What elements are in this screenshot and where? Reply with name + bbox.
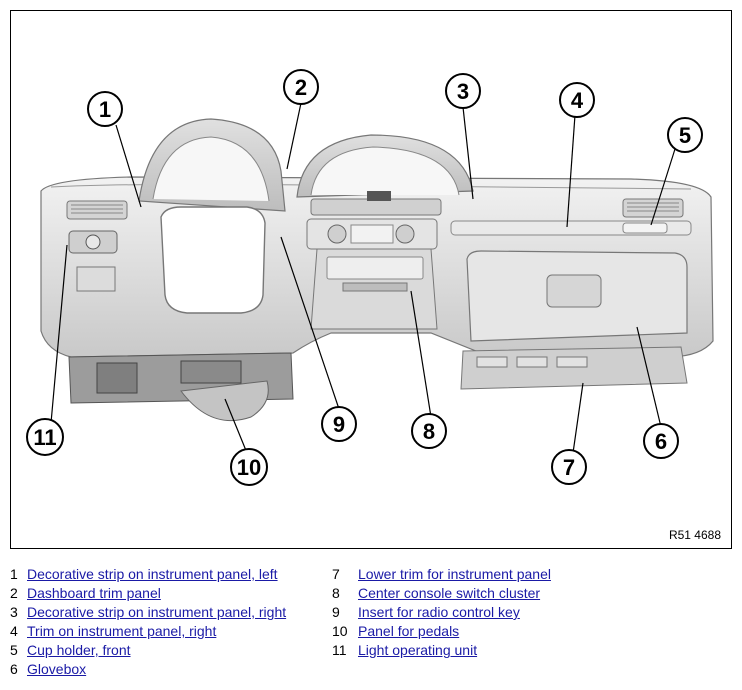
svg-text:6: 6 <box>655 429 667 454</box>
legend-number: 7 <box>332 566 340 582</box>
legend-link-dashboard-trim-panel[interactable]: Dashboard trim panel <box>27 585 161 601</box>
callout-7: 7 <box>551 449 587 485</box>
svg-text:8: 8 <box>423 419 435 444</box>
legend-number: 2 <box>10 585 18 601</box>
legend-number: 3 <box>10 604 18 620</box>
callout-9: 9 <box>321 406 357 442</box>
callout-3: 3 <box>445 73 481 109</box>
dashboard-figure: 1 2 3 4 5 6 7 8 <box>10 10 732 549</box>
svg-text:10: 10 <box>237 455 261 480</box>
callout-2: 2 <box>283 69 319 105</box>
legend-number: 9 <box>332 604 340 620</box>
lower-trim-right <box>460 346 688 390</box>
callout-6: 6 <box>643 423 679 459</box>
legend-item: 6 Glovebox <box>10 661 86 677</box>
svg-text:4: 4 <box>571 88 584 113</box>
svg-text:7: 7 <box>563 455 575 480</box>
legend-item: 2 Dashboard trim panel <box>10 585 161 601</box>
pedal-panel <box>68 352 294 422</box>
callout-8: 8 <box>411 413 447 449</box>
legend-link-decorative-strip-left[interactable]: Decorative strip on instrument panel, le… <box>27 566 278 582</box>
legend-item: 5 Cup holder, front <box>10 642 131 658</box>
dashboard-drawing: 1 2 3 4 5 6 7 8 <box>26 69 714 486</box>
light-operating-unit <box>68 230 118 292</box>
svg-text:9: 9 <box>333 412 345 437</box>
legend-link-decorative-strip-right[interactable]: Decorative strip on instrument panel, ri… <box>27 604 287 620</box>
right-air-vent <box>622 198 684 218</box>
center-console <box>306 191 442 330</box>
figure-reference-code: R51 4688 <box>668 528 721 542</box>
legend-number: 6 <box>10 661 18 677</box>
legend-item: 3 Decorative strip on instrument panel, r… <box>10 604 286 620</box>
svg-text:2: 2 <box>295 75 307 100</box>
legend-link-radio-control-key-insert[interactable]: Insert for radio control key <box>358 604 520 620</box>
svg-text:1: 1 <box>99 97 111 122</box>
legend-item: 10 Panel for pedals <box>332 623 459 639</box>
right-trim-strip <box>450 220 692 236</box>
left-air-vent <box>66 200 128 220</box>
legend-item: 4 Trim on instrument panel, right <box>10 623 216 639</box>
legend-link-lower-trim[interactable]: Lower trim for instrument panel <box>358 566 551 582</box>
svg-text:3: 3 <box>457 79 469 104</box>
legend-item: 11 Light operating unit <box>332 642 477 658</box>
callout-4: 4 <box>559 82 595 118</box>
glovebox <box>466 250 688 342</box>
svg-text:5: 5 <box>679 123 691 148</box>
legend-number: 4 <box>10 623 18 639</box>
center-display-hood <box>296 134 474 198</box>
legend-item: 8 Center console switch cluster <box>332 585 540 601</box>
legend-link-light-operating-unit[interactable]: Light operating unit <box>358 642 478 658</box>
legend-link-trim-right[interactable]: Trim on instrument panel, right <box>27 623 217 639</box>
legend-link-panel-for-pedals[interactable]: Panel for pedals <box>358 623 460 639</box>
steering-column-opening <box>160 206 266 314</box>
leader-lines <box>50 102 676 454</box>
instrument-cluster-hood <box>138 118 286 212</box>
legend-number: 10 <box>332 623 348 639</box>
callout-1: 1 <box>87 91 123 127</box>
legend-number: 5 <box>10 642 18 658</box>
legend-number: 11 <box>332 642 347 658</box>
legend-item: 9 Insert for radio control key <box>332 604 520 620</box>
callout-10: 10 <box>230 448 268 486</box>
legend-number: 1 <box>10 566 18 582</box>
svg-text:11: 11 <box>33 425 56 450</box>
callout-5: 5 <box>667 117 703 153</box>
legend-number: 8 <box>332 585 340 601</box>
legend-link-center-console-switch-cluster[interactable]: Center console switch cluster <box>358 585 541 601</box>
legend-item: 1 Decorative strip on instrument panel, l… <box>10 566 278 582</box>
legend-link-cup-holder[interactable]: Cup holder, front <box>27 642 131 658</box>
legend-item: 7 Lower trim for instrument panel <box>332 566 551 582</box>
callout-11: 11 <box>26 418 64 456</box>
legend-link-glovebox[interactable]: Glovebox <box>27 661 87 677</box>
